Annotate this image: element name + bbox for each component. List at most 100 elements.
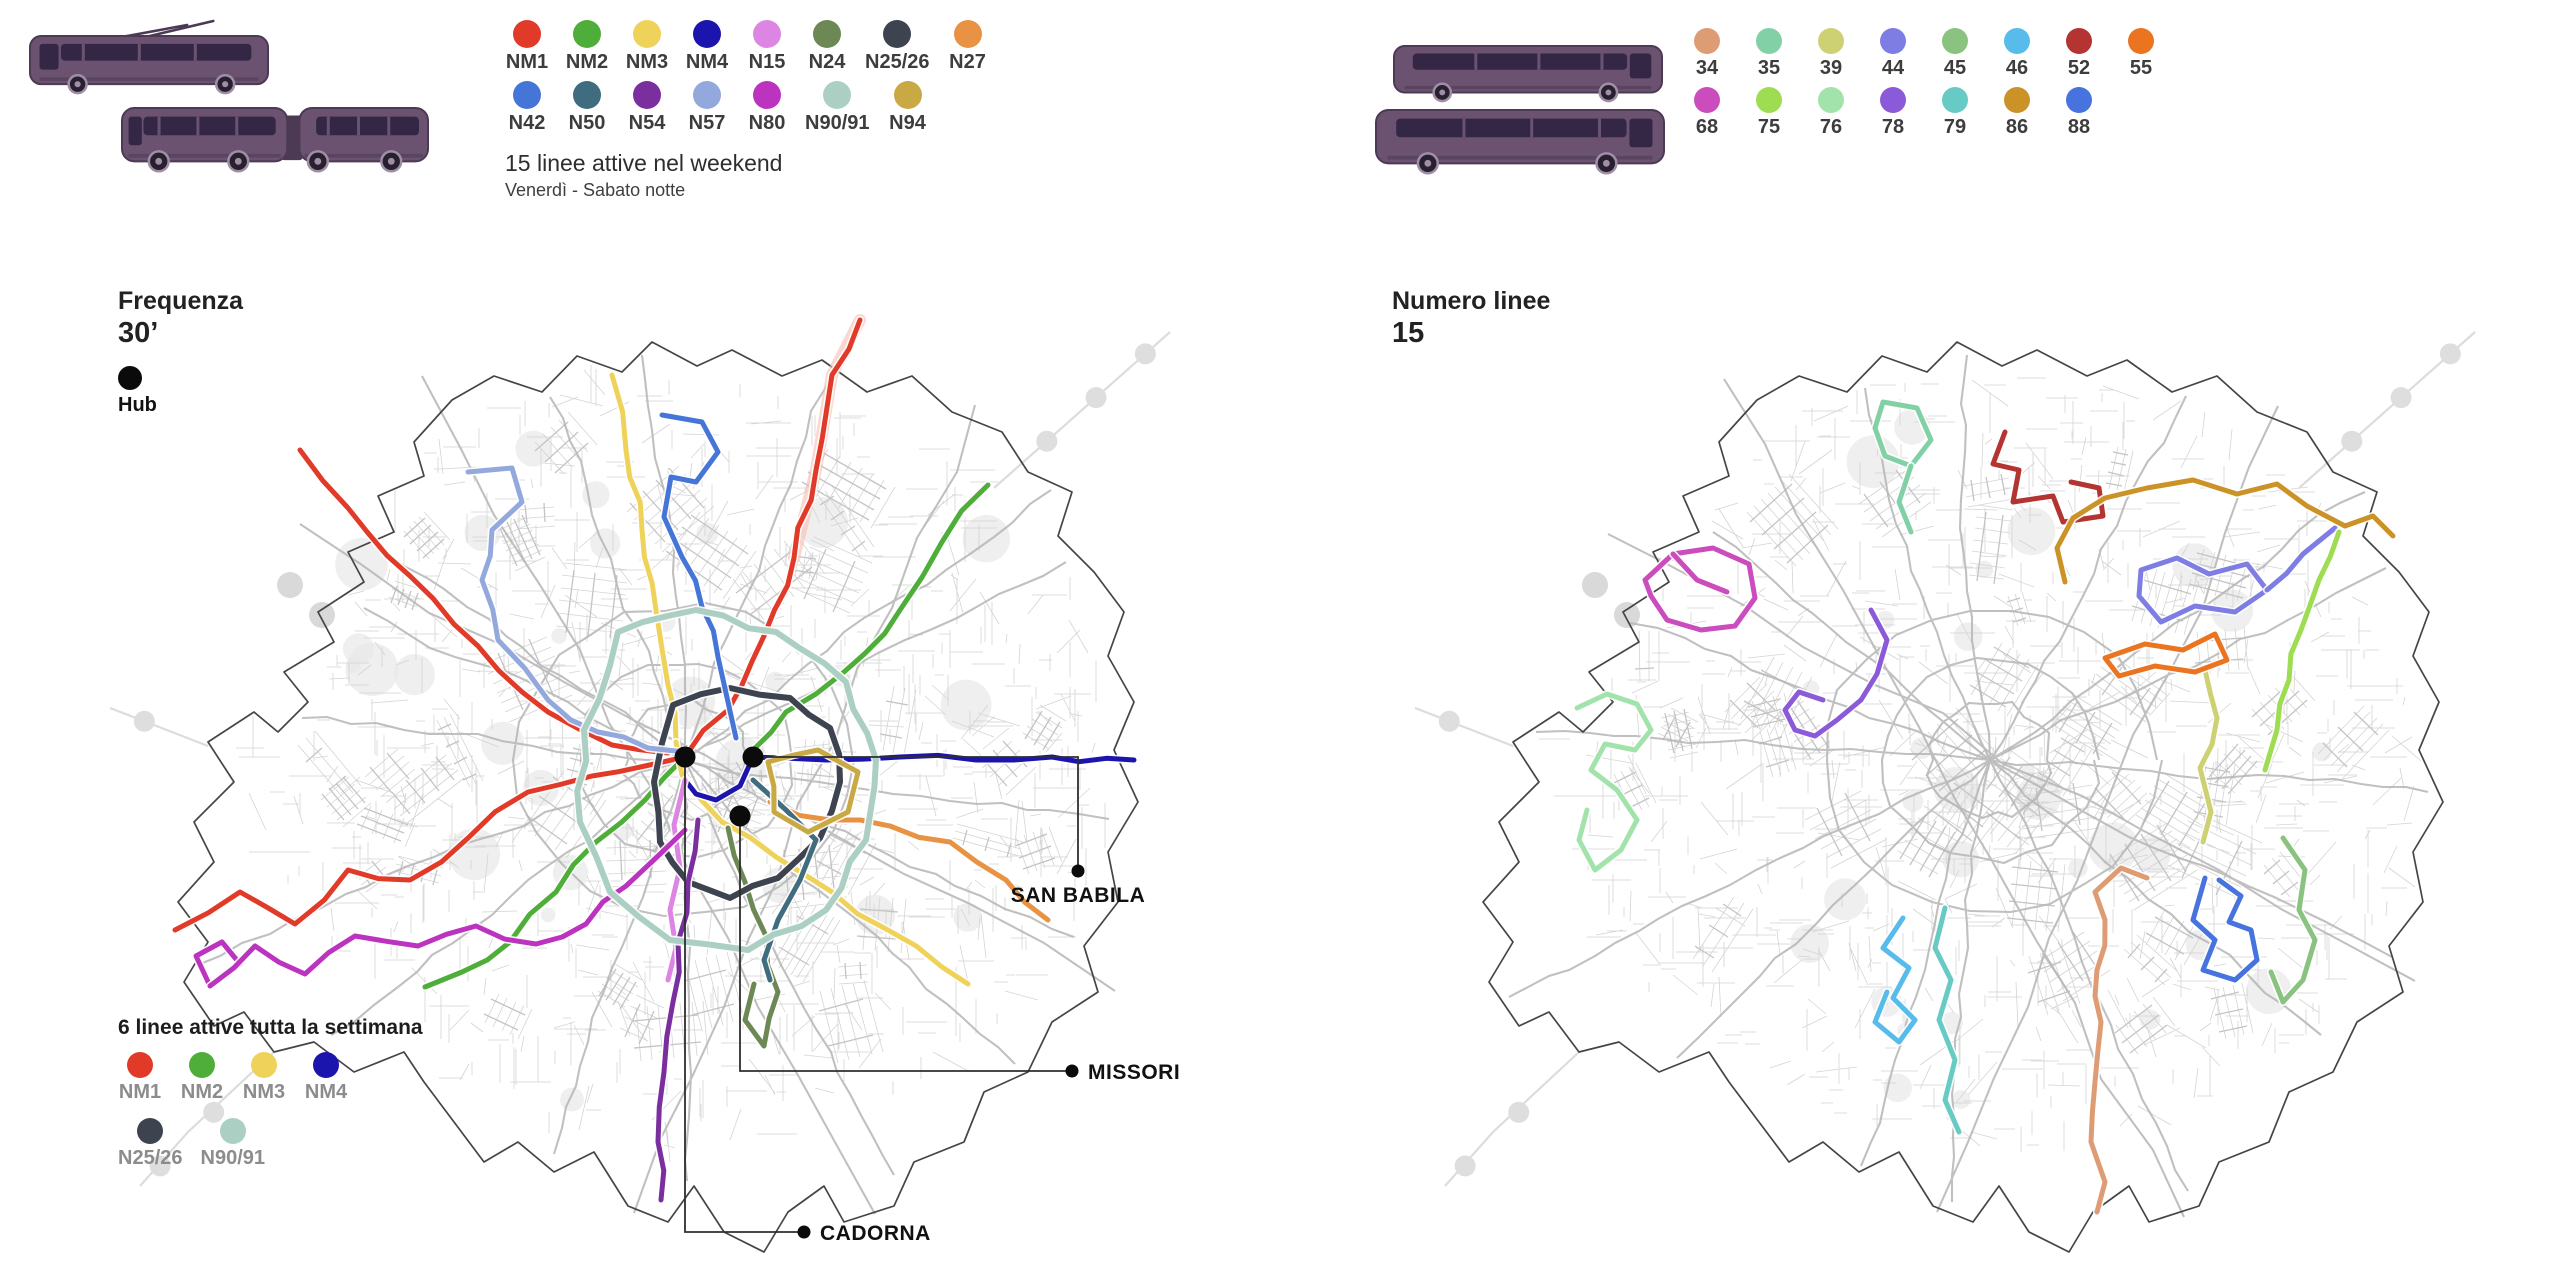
- line-color-dot: [2128, 28, 2154, 54]
- line-label: 45: [1943, 57, 1967, 79]
- line-label: N90/91: [805, 112, 870, 134]
- line-label: 86: [2005, 116, 2029, 138]
- route-35: [1870, 397, 1936, 537]
- weekend-lines-note: 15 linee attive nel weekend: [505, 150, 783, 176]
- line-color-dot: [633, 81, 661, 109]
- legend-item-NM2: NM2: [180, 1052, 224, 1104]
- line-label: 76: [1819, 116, 1843, 138]
- legend-item-39: 39: [1814, 28, 1848, 80]
- line-label: 46: [2005, 57, 2029, 79]
- route-N57: [463, 463, 690, 757]
- city-boundary: [177, 341, 1139, 1253]
- line-label: NM3: [625, 51, 669, 73]
- route-NM2: [420, 480, 993, 992]
- line-color-dot: [251, 1052, 277, 1078]
- line-color-dot: [693, 81, 721, 109]
- hub-dot-icon: [118, 366, 142, 391]
- line-label: N24: [808, 51, 846, 73]
- legend-item-N90/91: N90/91: [805, 81, 870, 135]
- line-label: N57: [688, 112, 726, 134]
- legend-item-NM2: NM2: [565, 20, 609, 74]
- bus-shape-top: [1393, 45, 1663, 103]
- legend-item-86: 86: [2000, 87, 2034, 139]
- articulated-bus-shape: [121, 107, 429, 173]
- line-color-dot: [633, 20, 661, 48]
- legend-item-N57: N57: [685, 81, 729, 135]
- legend-item-NM1: NM1: [118, 1052, 162, 1104]
- line-color-dot: [1756, 28, 1782, 54]
- line-count-map: [1414, 331, 2476, 1253]
- legend-item-N27: N27: [946, 20, 990, 74]
- legend-item-68: 68: [1690, 87, 1724, 139]
- legend-item-NM3: NM3: [242, 1052, 286, 1104]
- line-label: NM2: [180, 1081, 224, 1103]
- line-label: N42: [508, 112, 546, 134]
- route-N50: [748, 775, 821, 985]
- bus-icon: [1375, 45, 1665, 175]
- legend-item-N25/26: N25/26: [118, 1118, 183, 1170]
- line-label: N90/91: [200, 1147, 266, 1169]
- line-color-dot: [573, 81, 601, 109]
- line-color-dot: [1818, 28, 1844, 54]
- line-color-dot: [883, 20, 912, 48]
- all-week-legend-title: 6 linee attive tutta la settimana: [118, 1016, 423, 1039]
- line-label: 68: [1695, 116, 1719, 138]
- line-color-dot: [813, 20, 841, 48]
- city-boundary: [1482, 341, 2444, 1253]
- bus-routes: [170, 315, 1139, 1205]
- line-color-dot: [219, 1118, 246, 1144]
- line-color-dot: [127, 1052, 153, 1078]
- line-color-dot: [1818, 87, 1844, 113]
- route-76: [1572, 689, 1656, 875]
- line-label: N25/26: [865, 51, 930, 73]
- line-label: 34: [1695, 57, 1719, 79]
- legend-item-NM1: NM1: [505, 20, 549, 74]
- frequency-value: 30’: [118, 317, 159, 350]
- legend-item-35: 35: [1752, 28, 1786, 80]
- line-label: 52: [2067, 57, 2091, 79]
- built-area-blobs: [1582, 409, 2332, 1109]
- line-label: 44: [1881, 57, 1905, 79]
- legend-item-NM4: NM4: [685, 20, 729, 74]
- route-N94: [763, 745, 863, 837]
- line-color-dot: [693, 20, 721, 48]
- line-label: N15: [748, 51, 786, 73]
- legend-item-79: 79: [1938, 87, 1972, 139]
- line-label: 39: [1819, 57, 1843, 79]
- line-color-dot: [1694, 28, 1720, 54]
- line-label: 79: [1943, 116, 1967, 138]
- route-N90/91: [572, 605, 881, 955]
- line-label: 78: [1881, 116, 1905, 138]
- legend-item-76: 76: [1814, 87, 1848, 139]
- line-label: N50: [568, 112, 606, 134]
- line-color-dot: [1880, 87, 1906, 113]
- legend-item-75: 75: [1752, 87, 1786, 139]
- frequency-title-block: Frequenza 30’ Hub: [118, 286, 243, 417]
- route-79: [1930, 903, 1964, 1137]
- line-count-title-block: Numero linee 15: [1392, 286, 1550, 350]
- line-color-dot: [137, 1118, 164, 1144]
- trolleybus-shape: [29, 19, 269, 95]
- line-color-dot: [2066, 28, 2092, 54]
- legend-item-78: 78: [1876, 87, 1910, 139]
- hub-marker: [674, 746, 696, 768]
- route-N80: [191, 825, 690, 991]
- legend-item-N90/91: N90/91: [200, 1118, 266, 1170]
- line-color-dot: [893, 81, 922, 109]
- route-46: [1870, 913, 1920, 1047]
- line-count-value: 15: [1392, 317, 1425, 350]
- legend-item-88: 88: [2062, 87, 2096, 139]
- legend-item-46: 46: [2000, 28, 2034, 80]
- station-label: MISSORI: [1088, 1061, 1180, 1084]
- hub-label: Hub: [118, 394, 157, 417]
- legend-item-N42: N42: [505, 81, 549, 135]
- legend-item-34: 34: [1690, 28, 1724, 80]
